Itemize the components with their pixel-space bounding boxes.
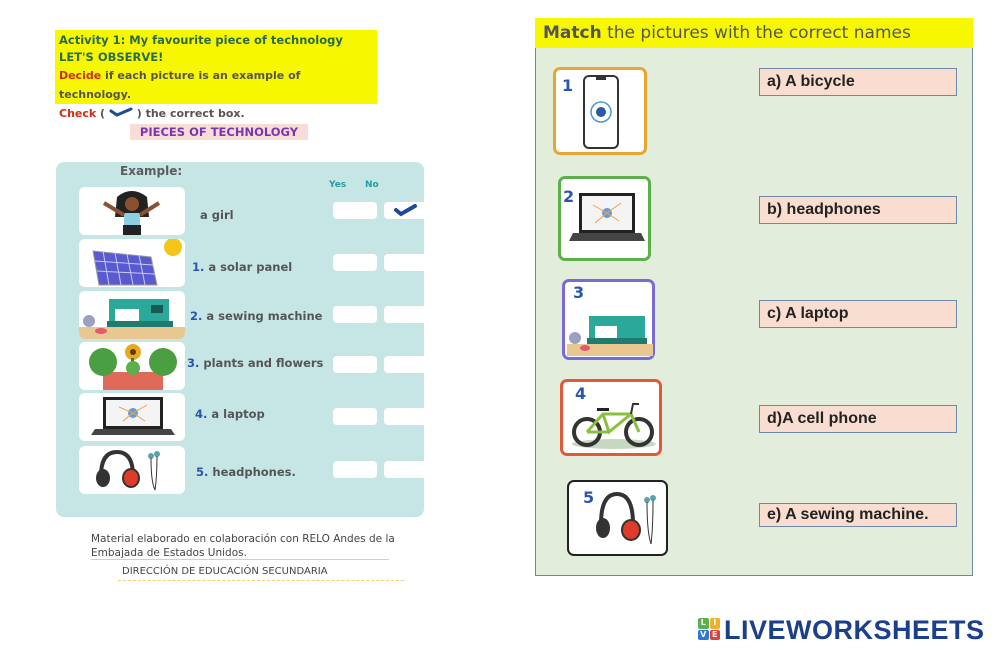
no-box-headphones[interactable] xyxy=(384,461,424,478)
match-name-d[interactable]: d)A cell phone xyxy=(759,405,957,433)
checkmark-icon xyxy=(109,107,133,117)
match-header: Match the pictures with the correct name… xyxy=(535,18,973,48)
match-name-c[interactable]: c) A laptop xyxy=(759,300,957,328)
yes-box-headphones[interactable] xyxy=(333,461,377,478)
match-picture-1[interactable]: 1 xyxy=(553,67,647,155)
footer-department: DIRECCIÓN DE EDUCACIÓN SECUNDARIA xyxy=(122,566,328,577)
brand-name: LIVEWORKSHEETS xyxy=(724,615,985,645)
no-box-sewing-machine[interactable] xyxy=(384,306,424,323)
yes-box-plants-flowers[interactable] xyxy=(333,356,377,373)
no-box-girl[interactable] xyxy=(384,202,424,219)
match-name-e[interactable]: e) A sewing machine. xyxy=(759,503,957,527)
row-label-laptop: 4. a laptop xyxy=(195,407,265,421)
no-box-laptop[interactable] xyxy=(384,408,424,425)
no-column-label: No xyxy=(365,180,379,190)
girl-picture xyxy=(79,187,185,235)
footer-credit: Material elaborado en colaboración con R… xyxy=(91,533,395,559)
checkmark-icon xyxy=(394,204,417,217)
no-box-solar-panel[interactable] xyxy=(384,254,424,271)
yes-box-sewing-machine[interactable] xyxy=(333,306,377,323)
row-label-sewing-machine: 2. a sewing machine xyxy=(190,309,323,323)
yes-column-label: Yes xyxy=(329,180,347,190)
yes-box-laptop[interactable] xyxy=(333,408,377,425)
match-name-a[interactable]: a) A bicycle xyxy=(759,68,957,96)
row-label-girl: a girl xyxy=(200,208,234,222)
match-picture-3[interactable]: 3 xyxy=(562,279,655,360)
example-label: Example: xyxy=(120,164,183,178)
match-picture-5[interactable]: 5 xyxy=(567,480,668,556)
row-label-headphones: 5. headphones. xyxy=(196,465,296,479)
plants-flowers-picture xyxy=(79,342,185,390)
activity-title: Activity 1: My favourite piece of techno… xyxy=(59,33,343,64)
footer-divider xyxy=(91,559,389,560)
check-instruction: Check ( ) the correct box. xyxy=(59,107,245,120)
laptop-picture xyxy=(79,393,185,441)
no-box-plants-flowers[interactable] xyxy=(384,356,424,373)
yes-box-girl[interactable] xyxy=(333,202,377,219)
headphones-picture xyxy=(79,446,185,494)
liveworksheets-logo-icon: L I V E xyxy=(698,618,720,640)
row-label-plants-flowers: 3. plants and flowers xyxy=(187,356,324,370)
solar-panel-picture xyxy=(79,239,185,287)
match-name-b[interactable]: b) headphones xyxy=(759,196,957,224)
section-title: PIECES OF TECHNOLOGY xyxy=(130,124,308,140)
yes-box-solar-panel[interactable] xyxy=(333,254,377,271)
row-label-solar-panel: 1. a solar panel xyxy=(192,260,293,274)
decide-instruction: Decide if each picture is an example of … xyxy=(59,69,301,101)
match-picture-2[interactable]: 2 xyxy=(558,176,651,261)
match-picture-4[interactable]: 4 xyxy=(560,379,662,456)
activity-instructions: Activity 1: My favourite piece of techno… xyxy=(55,30,377,120)
sewing-machine-picture xyxy=(79,291,185,339)
footer-dashed-divider xyxy=(118,580,404,581)
